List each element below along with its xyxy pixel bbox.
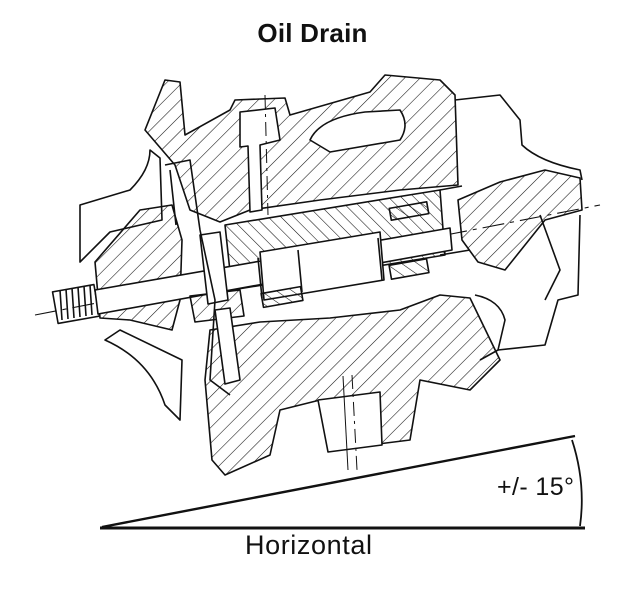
nut-threads xyxy=(59,284,93,321)
turbine-housing-outline xyxy=(454,94,583,351)
bearing-top xyxy=(388,200,430,222)
horizontal-label: Horizontal xyxy=(245,530,373,560)
oil-feed-port xyxy=(309,109,406,153)
angle-label: +/- 15° xyxy=(497,473,575,501)
compressor-housing-lower xyxy=(104,329,183,421)
bearing-right xyxy=(388,258,430,280)
page-title: Oil Drain xyxy=(257,18,368,48)
turbine-wheel xyxy=(457,169,583,271)
oil-inlet-passage xyxy=(239,107,281,213)
angle-arc xyxy=(571,439,583,527)
angle-indicator xyxy=(100,434,585,530)
heat-shield xyxy=(164,159,231,396)
tilted-line xyxy=(101,434,576,529)
bearing-left xyxy=(260,285,304,309)
turbo-cross-section xyxy=(34,74,601,476)
oil-drain-opening xyxy=(317,391,383,453)
